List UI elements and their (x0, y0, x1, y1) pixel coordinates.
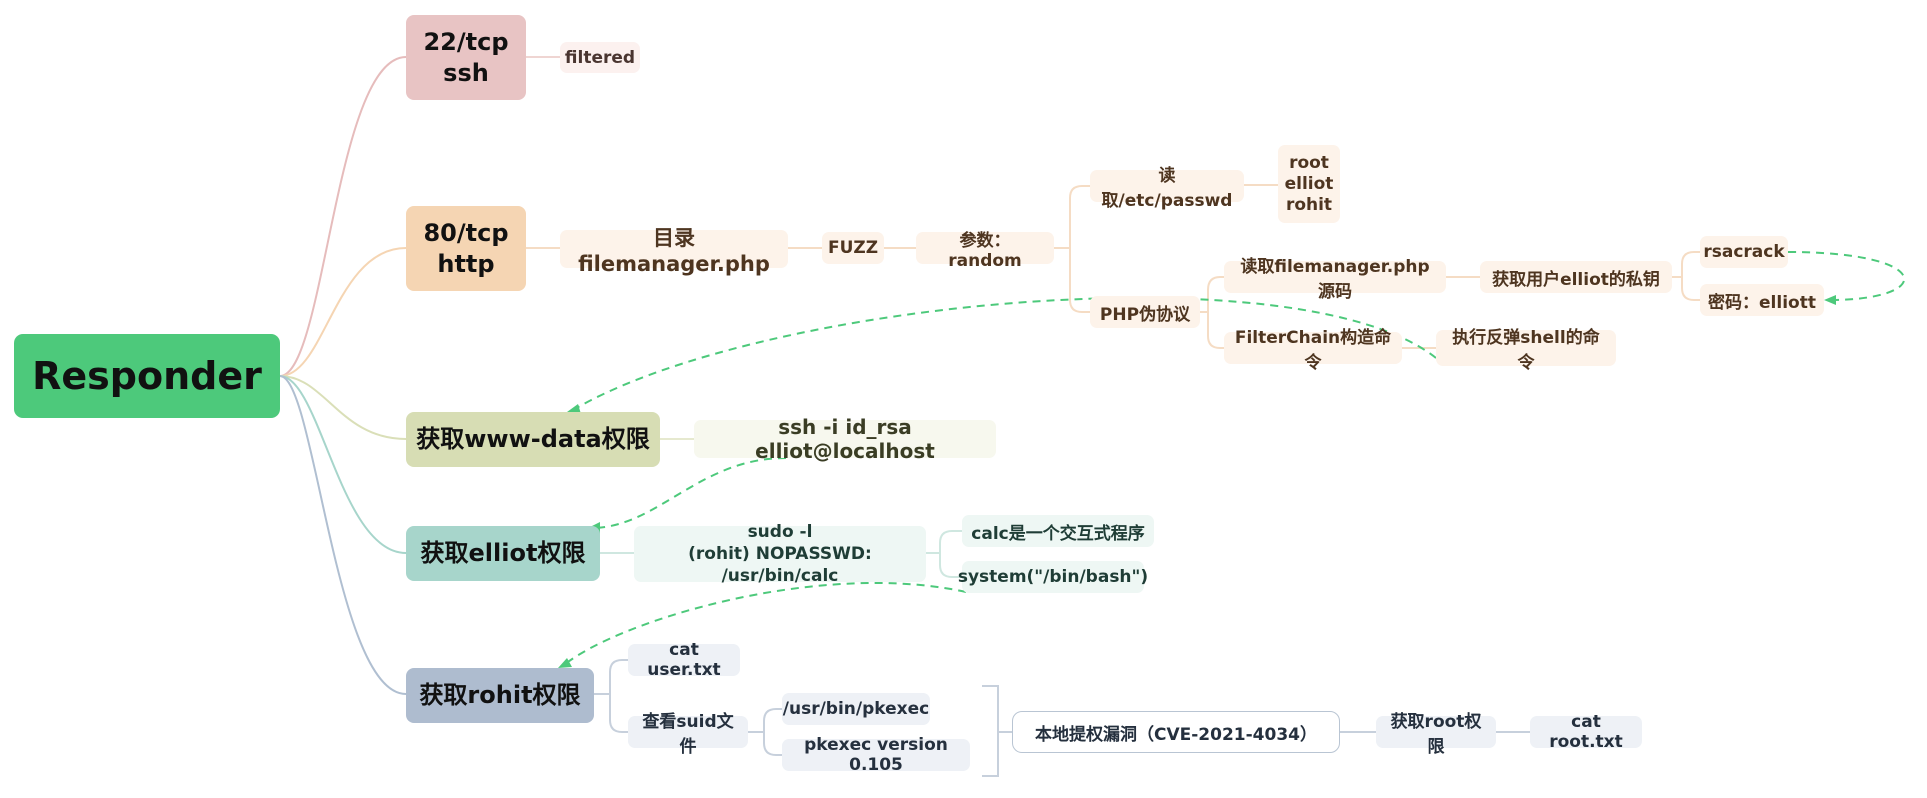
rohit-root-privilege: 获取root权限 (1376, 712, 1496, 757)
branch-www-data: 获取www-data权限 (406, 412, 660, 467)
http-read-source: 读取filemanager.php源码 (1224, 257, 1446, 302)
elliot-calc-note: calc是一个交互式程序 (962, 515, 1154, 547)
http-password: 密码：elliott (1700, 284, 1824, 316)
http-private-key: 获取用户elliot的私钥 (1480, 261, 1672, 293)
http-filterchain: FilterChain构造命令 (1224, 328, 1402, 373)
http-param-random: 参数：random (916, 231, 1054, 271)
http-reverse-shell: 执行反弹shell的命令 (1436, 328, 1616, 373)
http-read-passwd: 读取/etc/passwd (1090, 166, 1244, 211)
http-php-wrapper: PHP伪协议 (1090, 296, 1200, 328)
branch-ssh: 22/tcp ssh (406, 15, 526, 100)
elliot-system-bash: system("/bin/bash") (958, 561, 1148, 593)
http-users-list: root elliot rohit (1278, 145, 1340, 223)
rohit-cat-root: cat root.txt (1530, 712, 1642, 752)
rohit-cve-summary: 本地提权漏洞（CVE-2021-4034） (1012, 711, 1340, 753)
rohit-pkexec-version: pkexec version 0.105 (782, 735, 970, 775)
branch-http: 80/tcp http (406, 206, 526, 291)
branch-rohit: 获取rohit权限 (406, 668, 594, 723)
rohit-suid-files: 查看suid文件 (628, 712, 748, 757)
www-ssh-command: ssh -i id_rsa elliot@localhost (694, 415, 996, 463)
http-rsacrack: rsacrack (1700, 236, 1788, 268)
ssh-filtered: filtered (560, 42, 640, 73)
branch-elliot: 获取elliot权限 (406, 526, 600, 581)
rohit-cat-user: cat user.txt (628, 640, 740, 680)
http-fuzz: FUZZ (822, 232, 884, 264)
http-dir-filemanager: 目录filemanager.php (560, 226, 788, 276)
elliot-sudo-output: sudo -l (rohit) NOPASSWD: /usr/bin/calc (634, 522, 926, 586)
rohit-pkexec-path: /usr/bin/pkexec (782, 693, 930, 725)
root-node: Responder (14, 334, 280, 418)
